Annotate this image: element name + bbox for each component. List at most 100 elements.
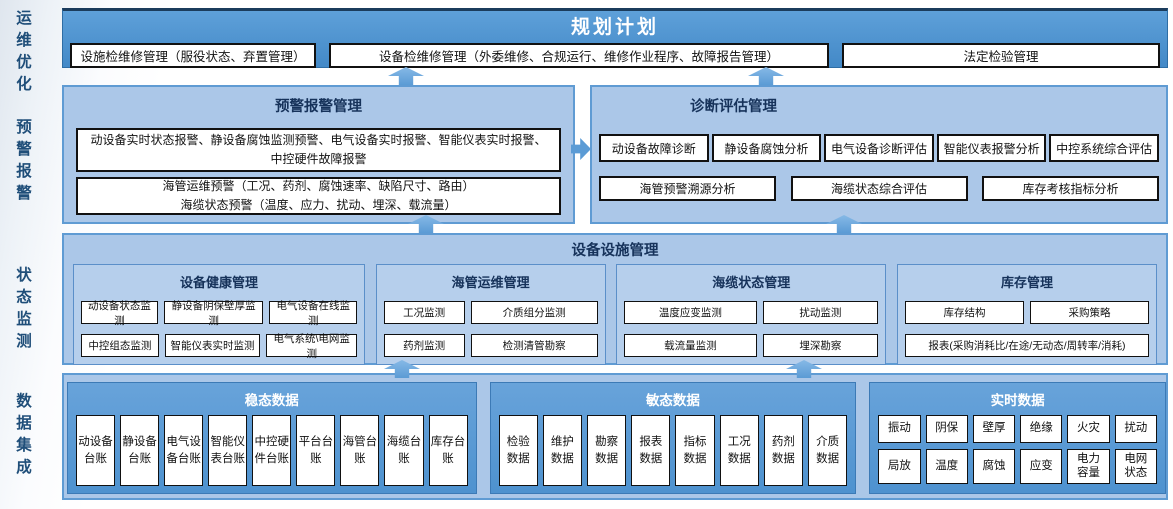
section-title: 设备健康管理 [179, 275, 258, 290]
monitor-item: 采购策略 [1029, 301, 1149, 324]
subsea-cable-status-section: 海缆状态管理 温度应变监测 扰动监测 载流量监测 埋深勘察 [616, 264, 887, 365]
data-cell: 扰动 [1114, 415, 1157, 443]
monitor-item: 电气设备在线监测 [269, 300, 357, 327]
section-row: 药剂监测 检测清管勘察 [383, 334, 598, 357]
section-row: 中控组态监测 智能仪表实时监测 电气系统\电网监测 [81, 333, 357, 360]
data-cell: 指标 数据 [675, 415, 715, 486]
diagnosis-item: 动设备故障诊断 [599, 134, 709, 162]
monitor-item: 中控组态监测 [81, 334, 159, 357]
data-cell: 应变 [1020, 449, 1063, 484]
data-cell: 振动 [878, 415, 921, 443]
monitor-item: 检测清管勘察 [470, 334, 598, 357]
diagnosis-row-2: 海管预警溯源分析 海缆状态综合评估 库存考核指标分析 [599, 176, 1159, 201]
section-title: 海缆状态管理 [712, 275, 791, 290]
data-cell: 库存台 账 [428, 415, 468, 486]
facility-sections-row: 设备健康管理 动设备状态监测 静设备阴保壁厚监测 电气设备在线监测 中控组态监测… [64, 260, 1166, 365]
data-cell: 腐蚀 [972, 449, 1016, 484]
monitor-item: 电气系统\电网监测 [266, 333, 357, 360]
data-cell: 药剂 数据 [763, 415, 804, 486]
data-cell: 绝缘 [1020, 415, 1063, 443]
diagnosis-evaluation-panel: 诊断评估管理 动设备故障诊断 静设备腐蚀分析 电气设备诊断评估 智能仪表报警分析… [590, 85, 1168, 224]
data-cell: 阴保 [925, 415, 968, 443]
data-cell: 电网 状态 [1114, 449, 1157, 484]
monitor-item: 扰动监测 [762, 301, 879, 324]
data-cell: 勘察 数据 [587, 415, 627, 486]
section-row: 库存结构 采购策略 [904, 301, 1149, 324]
section-title: 库存管理 [1000, 275, 1053, 290]
monitor-item: 工况监测 [383, 301, 465, 324]
warning-panel-title: 预警报警管理 [275, 99, 362, 115]
planning-item-facility-maintenance: 设施检维修管理（服役状态、弃置管理） [70, 43, 316, 68]
data-cell: 中控硬 件台账 [252, 415, 292, 486]
equipment-health-section: 设备健康管理 动设备状态监测 静设备阴保壁厚监测 电气设备在线监测 中控组态监测… [73, 264, 365, 365]
steady-cells: 动设备 台账 静设备 台账 电气设 备台账 智能仪 表台账 中控硬 件台账 平台… [76, 415, 468, 486]
section-row: 载流量监测 埋深勘察 [624, 334, 879, 357]
agile-data-panel: 敏态数据 检验 数据 维护 数据 勘察 数据 报表 数据 指标 数据 工况 数据… [489, 382, 857, 494]
inventory-report-item: 报表(采购消耗比/在途/无动态/周转率/消耗) [904, 334, 1149, 357]
agile-cells: 检验 数据 维护 数据 勘察 数据 报表 数据 指标 数据 工况 数据 药剂 数… [498, 415, 848, 486]
diagnosis-item: 海管预警溯源分析 [599, 176, 776, 201]
realtime-data-panel: 实时数据 振动 阴保 壁厚 绝缘 火灾 扰动 局放 温度 腐蚀 应变 电力 容量… [869, 382, 1166, 494]
diagnosis-item: 智能仪表报警分析 [936, 134, 1047, 162]
data-cell: 电力 容量 [1067, 449, 1110, 484]
monitor-item: 智能仪表实时监测 [164, 334, 261, 357]
diagnosis-row-1: 动设备故障诊断 静设备腐蚀分析 电气设备诊断评估 智能仪表报警分析 中控系统综合… [599, 134, 1159, 162]
planning-title: 规划计划 [570, 17, 659, 38]
section-row: 动设备状态监测 静设备阴保壁厚监测 电气设备在线监测 [81, 300, 357, 327]
diagnosis-item: 中控系统综合评估 [1049, 134, 1159, 162]
rail-label-condition-monitoring: 状态监测 [16, 267, 32, 350]
monitor-item: 介质组分监测 [470, 301, 598, 324]
monitor-item: 载流量监测 [624, 334, 757, 357]
data-cell: 电气设 备台账 [164, 415, 204, 486]
data-cell: 静设备 台账 [120, 415, 160, 486]
data-cell: 火灾 [1067, 415, 1110, 443]
data-cell: 海管台 账 [340, 415, 380, 486]
diagnosis-item: 电气设备诊断评估 [824, 134, 934, 162]
data-cell: 工况 数据 [719, 415, 759, 486]
realtime-row-2: 局放 温度 腐蚀 应变 电力 容量 电网 状态 [878, 449, 1157, 484]
data-cell: 介质 数据 [808, 415, 848, 486]
planning-item-statutory-inspection: 法定检验管理 [842, 43, 1160, 68]
facility-management-band: 设备设施管理 设备健康管理 动设备状态监测 静设备阴保壁厚监测 电气设备在线监测… [62, 233, 1168, 365]
panel-title: 稳态数据 [244, 393, 299, 408]
data-cell: 壁厚 [972, 415, 1016, 443]
up-arrow-icon [748, 67, 784, 85]
data-cell: 动设备 台账 [76, 415, 116, 486]
data-cell: 平台台 账 [296, 415, 336, 486]
facility-band-title: 设备设施管理 [571, 243, 659, 259]
section-row: 工况监测 介质组分监测 [383, 301, 598, 324]
planning-items-row: 设施检维修管理（服役状态、弃置管理） 设备检维修管理（外委维修、合规运行、维修作… [63, 39, 1167, 68]
inventory-management-section: 库存管理 库存结构 采购策略 报表(采购消耗比/在途/无动态/周转率/消耗) [896, 264, 1157, 365]
section-row: 温度应变监测 扰动监测 [624, 301, 879, 324]
subsea-pipeline-om-section: 海管运维管理 工况监测 介质组分监测 药剂监测 检测清管勘察 [375, 264, 606, 365]
diagnosis-item: 静设备腐蚀分析 [711, 134, 822, 162]
diagnosis-item: 海缆状态综合评估 [790, 176, 968, 201]
data-cell: 海缆台 账 [384, 415, 424, 486]
data-panels-row: 稳态数据 动设备 台账 静设备 台账 电气设 备台账 智能仪 表台账 中控硬 件… [64, 375, 1166, 494]
data-cell: 维护 数据 [542, 415, 583, 486]
rail-label-data-integration: 数据集成 [16, 393, 32, 476]
monitor-item: 库存结构 [904, 301, 1024, 324]
data-cell: 局放 [878, 449, 921, 484]
steady-state-data-panel: 稳态数据 动设备 台账 静设备 台账 电气设 备台账 智能仪 表台账 中控硬 件… [67, 382, 477, 494]
monitor-item: 药剂监测 [383, 334, 465, 357]
rail-label-warning-alarm: 预警报警 [16, 119, 32, 202]
data-cell: 智能仪 表台账 [208, 415, 248, 486]
monitor-item: 动设备状态监测 [81, 300, 158, 327]
monitor-item: 埋深勘察 [762, 334, 879, 357]
data-cell: 温度 [925, 449, 968, 484]
monitor-item: 静设备阴保壁厚监测 [163, 300, 264, 327]
data-cell: 报表 数据 [631, 415, 671, 486]
monitor-item: 温度应变监测 [624, 301, 757, 324]
data-cell: 检验 数据 [498, 415, 538, 486]
data-integration-band: 稳态数据 动设备 台账 静设备 台账 电气设 备台账 智能仪 表台账 中控硬 件… [62, 373, 1168, 500]
subsea-warning-box: 海管运维预警（工况、药剂、腐蚀速率、缺陷尺寸、路由） 海缆状态预警（温度、应力、… [76, 177, 561, 215]
panel-title: 实时数据 [990, 393, 1045, 408]
panel-title: 敏态数据 [645, 393, 700, 408]
diagnosis-item: 库存考核指标分析 [982, 176, 1159, 201]
realtime-row-1: 振动 阴保 壁厚 绝缘 火灾 扰动 [878, 415, 1157, 443]
rail-label-om-optimization: 运维优化 [16, 10, 32, 93]
section-title: 海管运维管理 [451, 275, 530, 290]
planning-item-equipment-maintenance: 设备检维修管理（外委维修、合规运行、维修作业程序、故障报告管理） [329, 43, 829, 68]
